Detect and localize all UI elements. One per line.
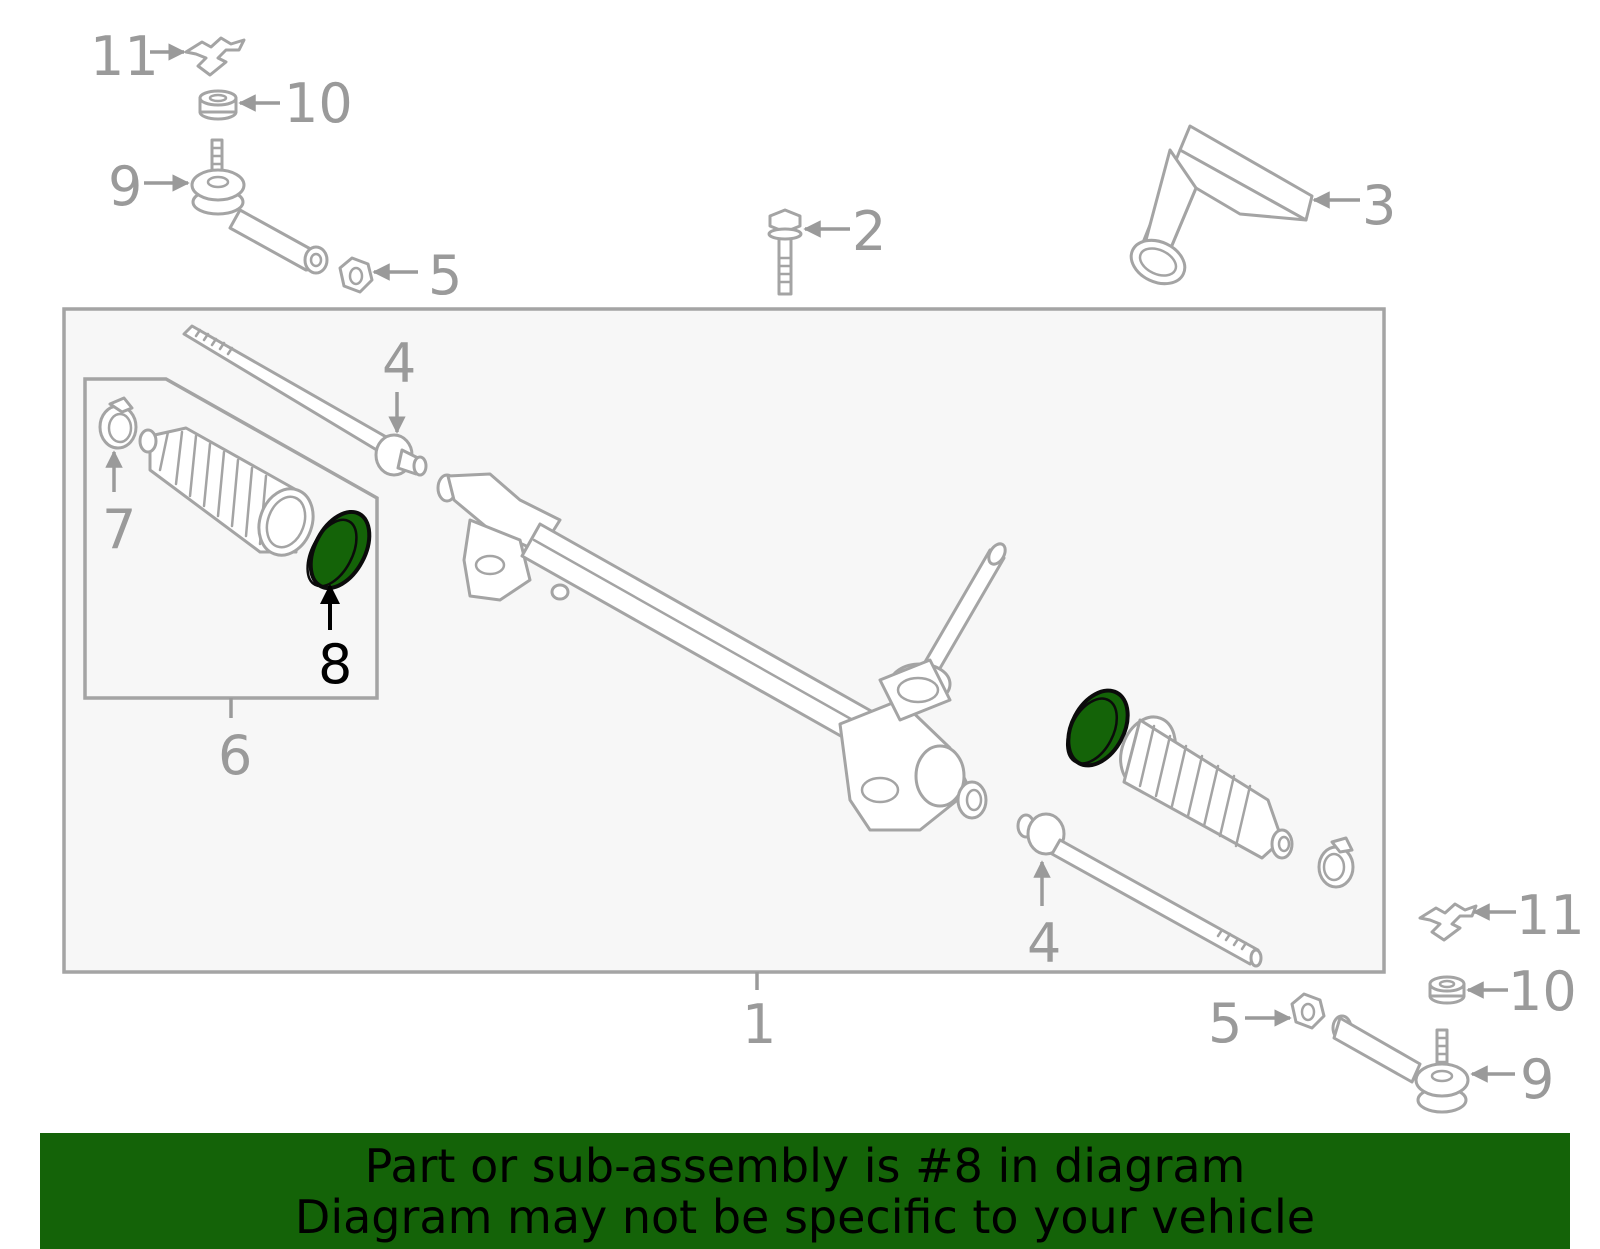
tie-rod-end-icon (190, 138, 329, 275)
lock-nut-icon (338, 256, 374, 294)
clip-icon (184, 36, 246, 77)
info-banner: Part or sub-assembly is #8 in diagram Di… (40, 1133, 1570, 1249)
bolt-icon (767, 208, 803, 296)
callout-9-top: 9 (108, 155, 142, 218)
callout-10-bottom: 10 (1508, 960, 1577, 1023)
clip-right-icon (1418, 902, 1478, 942)
callout-5-top: 5 (428, 244, 462, 307)
seal-ring-right-icon (1065, 688, 1130, 768)
callout-5-bottom: 5 (1208, 992, 1242, 1055)
callout-7: 7 (102, 498, 136, 561)
callout-6: 6 (218, 724, 252, 787)
callout-9-bottom: 9 (1520, 1048, 1554, 1111)
castle-nut-right-icon (1428, 975, 1466, 1005)
callout-4-bottom: 4 (1027, 912, 1061, 975)
callout-3: 3 (1362, 174, 1396, 237)
callout-2: 2 (852, 200, 886, 263)
steering-boot-right-icon (1119, 715, 1294, 860)
callout-1: 1 (742, 993, 776, 1056)
tie-rod-end-right-icon (1331, 1014, 1470, 1114)
boot-clamp-right-icon (1317, 836, 1355, 889)
castle-nut-icon (198, 89, 238, 121)
callout-8: 8 (318, 633, 352, 696)
lock-nut-right-icon (1290, 992, 1326, 1030)
banner-line-1: Part or sub-assembly is #8 in diagram (364, 1139, 1246, 1193)
steering-boot-icon (138, 426, 315, 557)
boot-clamp-icon (98, 396, 138, 450)
callout-11-bottom: 11 (1516, 884, 1585, 947)
seal-ring-left-icon (306, 509, 372, 591)
inner-tie-rod-icon (182, 324, 428, 477)
banner-line-2: Diagram may not be specific to your vehi… (294, 1190, 1316, 1244)
callout-10-top: 10 (284, 72, 353, 135)
callout-4-top: 4 (382, 332, 416, 395)
steering-rack-icon (436, 472, 1007, 832)
mount-bracket-icon (1129, 124, 1314, 286)
callout-11-top: 11 (90, 25, 159, 88)
inner-tie-rod-right-icon (1016, 812, 1263, 968)
